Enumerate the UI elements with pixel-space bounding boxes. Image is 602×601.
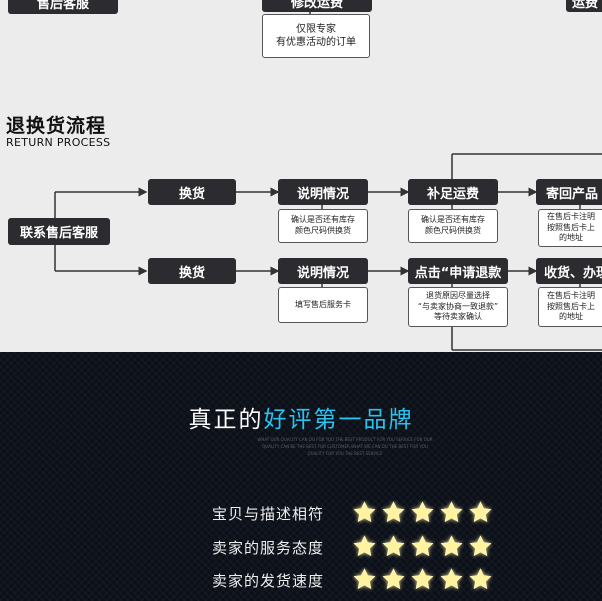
modify-shipping-label: 修改运费: [290, 0, 343, 11]
rating-label-service: 卖家的服务态度: [212, 539, 325, 557]
rating-label-description: 宝贝与描述相符: [212, 505, 325, 523]
star-icon: [353, 501, 376, 522]
row1-exchange-node[interactable]: 换货: [148, 179, 236, 205]
note-line: 按照售后卡上: [547, 301, 595, 311]
star-icon: [411, 535, 434, 556]
star-icon: [353, 568, 376, 589]
star-icon: [440, 501, 463, 522]
node-label: 说明情况: [296, 186, 349, 202]
node-label: 补足运费: [426, 186, 479, 202]
row2-apply-refund-node[interactable]: 点击“申请退款: [408, 258, 508, 284]
rating-stars: [352, 500, 493, 526]
note-line: 确认是否还有库存: [421, 215, 485, 225]
node-label: 寄回产品: [546, 186, 599, 202]
note-line: 按照售后卡上: [547, 222, 595, 232]
headline-highlight: 好评第一品牌: [263, 407, 414, 433]
node-label: 换货: [178, 265, 205, 281]
note-line: “与卖家协商一致退款”: [417, 301, 499, 311]
row1-topup-shipping-node[interactable]: 补足运费: [408, 179, 498, 205]
row2-explain-node[interactable]: 说明情况: [278, 258, 368, 284]
shipping-label: 运费: [572, 0, 599, 11]
star-icon: [440, 535, 463, 556]
row2-receive-node[interactable]: 收货、办理: [536, 258, 602, 284]
rating-stars: [352, 534, 493, 560]
note-line: 填写售后服务卡: [295, 299, 351, 309]
note-line: 等待卖家确认: [433, 312, 482, 322]
row1-send-back-note: 在售后卡注明 按照售后卡上 的地址: [538, 209, 602, 247]
modify-shipping-button[interactable]: 修改运费: [262, 0, 372, 12]
customer-service-label: 售后客服: [36, 0, 89, 12]
star-icon: [440, 568, 463, 589]
note-line: 确认是否还有库存: [291, 215, 355, 225]
note-line: 退货原因尽量选择: [425, 290, 490, 300]
star-icon: [469, 535, 492, 556]
row1-explain-node[interactable]: 说明情况: [278, 179, 368, 205]
section-title: 退换货流程: [6, 115, 107, 137]
star-icon: [382, 501, 405, 522]
section-subtitle: RETURN PROCESS: [6, 136, 111, 149]
fine-print-line: WHAT OUR QUALITY CAN DO FOR YOU THE BEST…: [257, 437, 433, 442]
note-line: 在售后卡注明: [547, 290, 595, 300]
return-process-section: 售后客服 修改运费 仅限专家 有优惠活动的订单 运费 退换货流程 RETURN …: [6, 0, 602, 351]
headline-plain: 真正的: [188, 407, 264, 433]
row2-exchange-node[interactable]: 换货: [148, 258, 236, 284]
contact-service-label: 联系售后客服: [19, 226, 98, 241]
node-label: 换货: [178, 186, 205, 202]
contact-service-node[interactable]: 联系售后客服: [8, 218, 110, 245]
note-line: 的地址: [559, 312, 583, 322]
row1-explain-note: 确认是否还有库存 颜色尺码供换货: [278, 209, 368, 243]
note-line: 的地址: [559, 233, 583, 243]
shipping-button-partial[interactable]: 运费: [566, 0, 602, 12]
rating-label-shipping: 卖家的发货速度: [212, 572, 325, 590]
fine-print-line: QUALITY CAN BE THE BEST FOR CUSTOMER WHA…: [262, 444, 428, 449]
star-icon: [469, 501, 492, 522]
rating-stars: [352, 567, 493, 593]
row2-receive-note: 在售后卡注明 按照售后卡上 的地址: [538, 287, 602, 327]
node-label: 点击“申请退款: [414, 265, 502, 281]
star-icon: [411, 568, 434, 589]
note-line: 有优惠活动的订单: [276, 37, 356, 48]
note-line: 颜色尺码供换货: [295, 226, 351, 235]
node-label: 说明情况: [296, 265, 349, 281]
fine-print-line: QUALITY FOR YOU THE BEST SERVICE: [307, 451, 383, 456]
row2-explain-note: 填写售后服务卡: [278, 287, 368, 323]
star-icon: [469, 568, 492, 589]
star-icon: [382, 535, 405, 556]
row2-apply-refund-note: 退货原因尽量选择 “与卖家协商一致退款” 等待卖家确认: [408, 287, 508, 327]
row1-send-back-node[interactable]: 寄回产品: [536, 179, 602, 205]
row1-topup-note: 确认是否还有库存 颜色尺码供换货: [408, 209, 498, 243]
modify-shipping-note: 仅限专家 有优惠活动的订单: [262, 14, 370, 58]
note-line: 在售后卡注明: [547, 211, 595, 221]
star-icon: [353, 535, 376, 556]
star-icon: [411, 501, 434, 522]
customer-service-button[interactable]: 售后客服: [8, 0, 118, 14]
review-section: [0, 352, 602, 601]
star-icon: [382, 568, 405, 589]
note-line: 颜色尺码供换货: [425, 226, 481, 235]
node-label: 收货、办理: [544, 265, 602, 281]
review-headline: 真正的好评第一品牌: [0, 400, 602, 434]
note-line: 仅限专家: [296, 23, 336, 35]
